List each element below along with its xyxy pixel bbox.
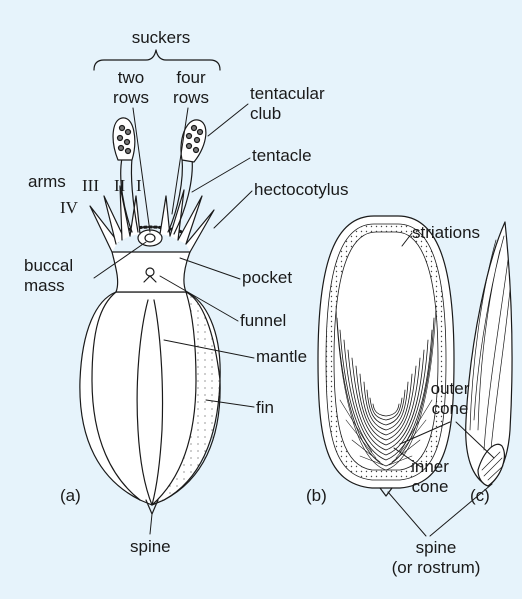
label-mantle: mantle: [256, 347, 307, 367]
label-two-rows-line1: two: [104, 68, 158, 88]
label-arms: arms: [28, 172, 66, 192]
label-pocket: pocket: [242, 268, 292, 288]
label-funnel: funnel: [240, 311, 286, 331]
label-inner-cone-line2: cone: [400, 477, 460, 497]
label-inner-cone: inner cone: [400, 457, 460, 497]
label-four-rows-line2: rows: [164, 88, 218, 108]
label-spine-rostrum: spine (or rostrum): [380, 538, 492, 578]
cuttlefish-body: [80, 230, 220, 514]
label-two-rows-line2: rows: [104, 88, 158, 108]
label-spine-rostrum-line2: (or rostrum): [380, 558, 492, 578]
cuttlebone-c: [466, 222, 512, 486]
label-spine: spine: [130, 537, 171, 557]
label-spine-rostrum-line1: spine: [380, 538, 492, 558]
label-inner-cone-line1: inner: [400, 457, 460, 477]
label-four-rows: four rows: [164, 68, 218, 108]
label-buccal-mass: buccal mass: [24, 256, 73, 296]
label-panel-a: (a): [60, 486, 81, 506]
label-striations: striations: [412, 223, 480, 243]
label-arm-II: II: [114, 176, 125, 196]
suckers-bracket: [94, 50, 220, 70]
label-buccal-mass-line2: mass: [24, 276, 73, 296]
label-outer-cone-line2: cone: [420, 399, 480, 419]
label-tentacular-club: tentacular club: [250, 84, 325, 124]
label-tentacular-club-line2: club: [250, 104, 325, 124]
label-two-rows: two rows: [104, 68, 158, 108]
label-panel-b: (b): [306, 486, 327, 506]
label-hectocotylus: hectocotylus: [254, 180, 349, 200]
label-outer-cone: outer cone: [420, 379, 480, 419]
label-panel-c: (c): [470, 486, 490, 506]
label-tentacular-club-line1: tentacular: [250, 84, 325, 104]
label-arm-IV: IV: [60, 198, 78, 218]
label-tentacle: tentacle: [252, 146, 312, 166]
label-outer-cone-line1: outer: [420, 379, 480, 399]
label-buccal-mass-line1: buccal: [24, 256, 73, 276]
label-fin: fin: [256, 398, 274, 418]
cuttlebone-b: [318, 216, 454, 496]
label-arm-III: III: [82, 176, 99, 196]
label-suckers: suckers: [126, 28, 196, 48]
label-four-rows-line1: four: [164, 68, 218, 88]
label-arm-I: I: [136, 176, 142, 196]
